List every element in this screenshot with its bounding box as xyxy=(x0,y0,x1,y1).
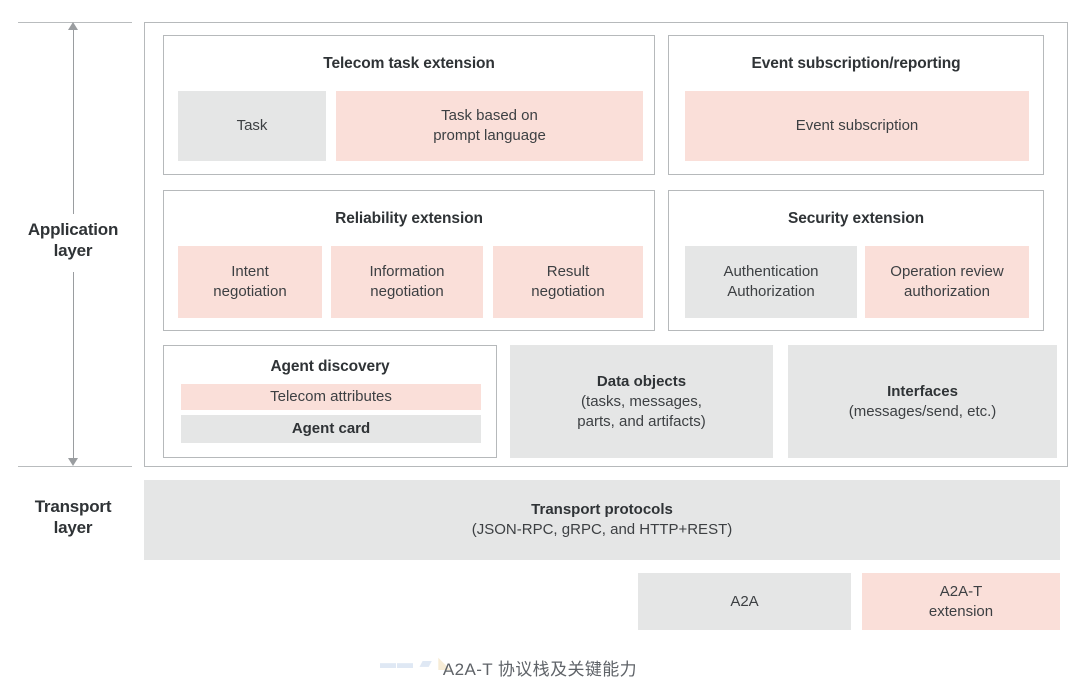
panel-telecom-task-extension[interactable]: Telecom task extension Task Task based o… xyxy=(163,35,655,175)
cell-subtitle-interfaces: (messages/send, etc.) xyxy=(848,402,997,420)
bar-transport-protocols[interactable]: Transport protocols (JSON-RPC, gRPC, and… xyxy=(144,480,1060,560)
transport-layer-label-line2: layer xyxy=(53,518,93,537)
panel-title-telecom-task-extension: Telecom task extension xyxy=(323,55,495,72)
panel-agent-discovery[interactable]: Agent discovery Telecom attributes Agent… xyxy=(163,345,497,458)
cell-title-data-objects: Data objects xyxy=(596,372,687,390)
application-layer-bottom-tick xyxy=(18,466,132,467)
panel-title-event-subscription-reporting: Event subscription/reporting xyxy=(751,55,961,72)
cell-label-telecom-attributes: Telecom attributes xyxy=(270,388,392,405)
cell-label-a2a: A2A xyxy=(730,592,759,610)
application-layer-label-line1: Application xyxy=(27,220,119,239)
panel-title-security-extension: Security extension xyxy=(787,210,925,227)
watermark: ▬▬ ▰ ◣ xyxy=(380,655,452,672)
bar-subtitle-transport-protocols: (JSON-RPC, gRPC, and HTTP+REST) xyxy=(471,521,733,538)
application-arrow-head-up xyxy=(68,22,78,30)
application-layer-label-line2: layer xyxy=(53,241,93,260)
cell-a2a[interactable]: A2A xyxy=(638,573,851,630)
cell-task[interactable]: Task xyxy=(178,91,326,161)
transport-layer-label: Transport layer xyxy=(0,496,146,538)
application-arrow-stem-upper xyxy=(73,29,74,214)
cell-interfaces[interactable]: Interfaces (messages/send, etc.) xyxy=(788,345,1057,458)
cell-label-agent-card: Agent card xyxy=(291,420,371,437)
diagram-caption: A2A-T 协议栈及关键能力 xyxy=(442,660,638,679)
panel-title-agent-discovery: Agent discovery xyxy=(270,358,390,375)
cell-telecom-attributes[interactable]: Telecom attributes xyxy=(181,384,481,410)
transport-layer-label-line1: Transport xyxy=(34,497,112,516)
application-layer-label: Application layer xyxy=(0,219,146,261)
cell-label-task: Task xyxy=(236,117,268,134)
panel-event-subscription-reporting[interactable]: Event subscription/reporting Event subsc… xyxy=(668,35,1044,175)
cell-title-interfaces: Interfaces xyxy=(887,382,958,400)
cell-data-objects[interactable]: Data objects (tasks, messages,parts, and… xyxy=(510,345,773,458)
bar-title-transport-protocols: Transport protocols xyxy=(531,501,673,518)
cell-label-event-subscription: Event subscription xyxy=(795,117,919,134)
application-arrow-head-down xyxy=(68,458,78,466)
cell-event-subscription[interactable]: Event subscription xyxy=(685,91,1029,161)
cell-agent-card[interactable]: Agent card xyxy=(181,415,481,443)
panel-title-reliability-extension: Reliability extension xyxy=(335,210,483,227)
cell-subtitle-data-objects: (tasks, messages,parts, and artifacts) xyxy=(577,392,706,430)
application-arrow-stem-lower xyxy=(73,272,74,458)
